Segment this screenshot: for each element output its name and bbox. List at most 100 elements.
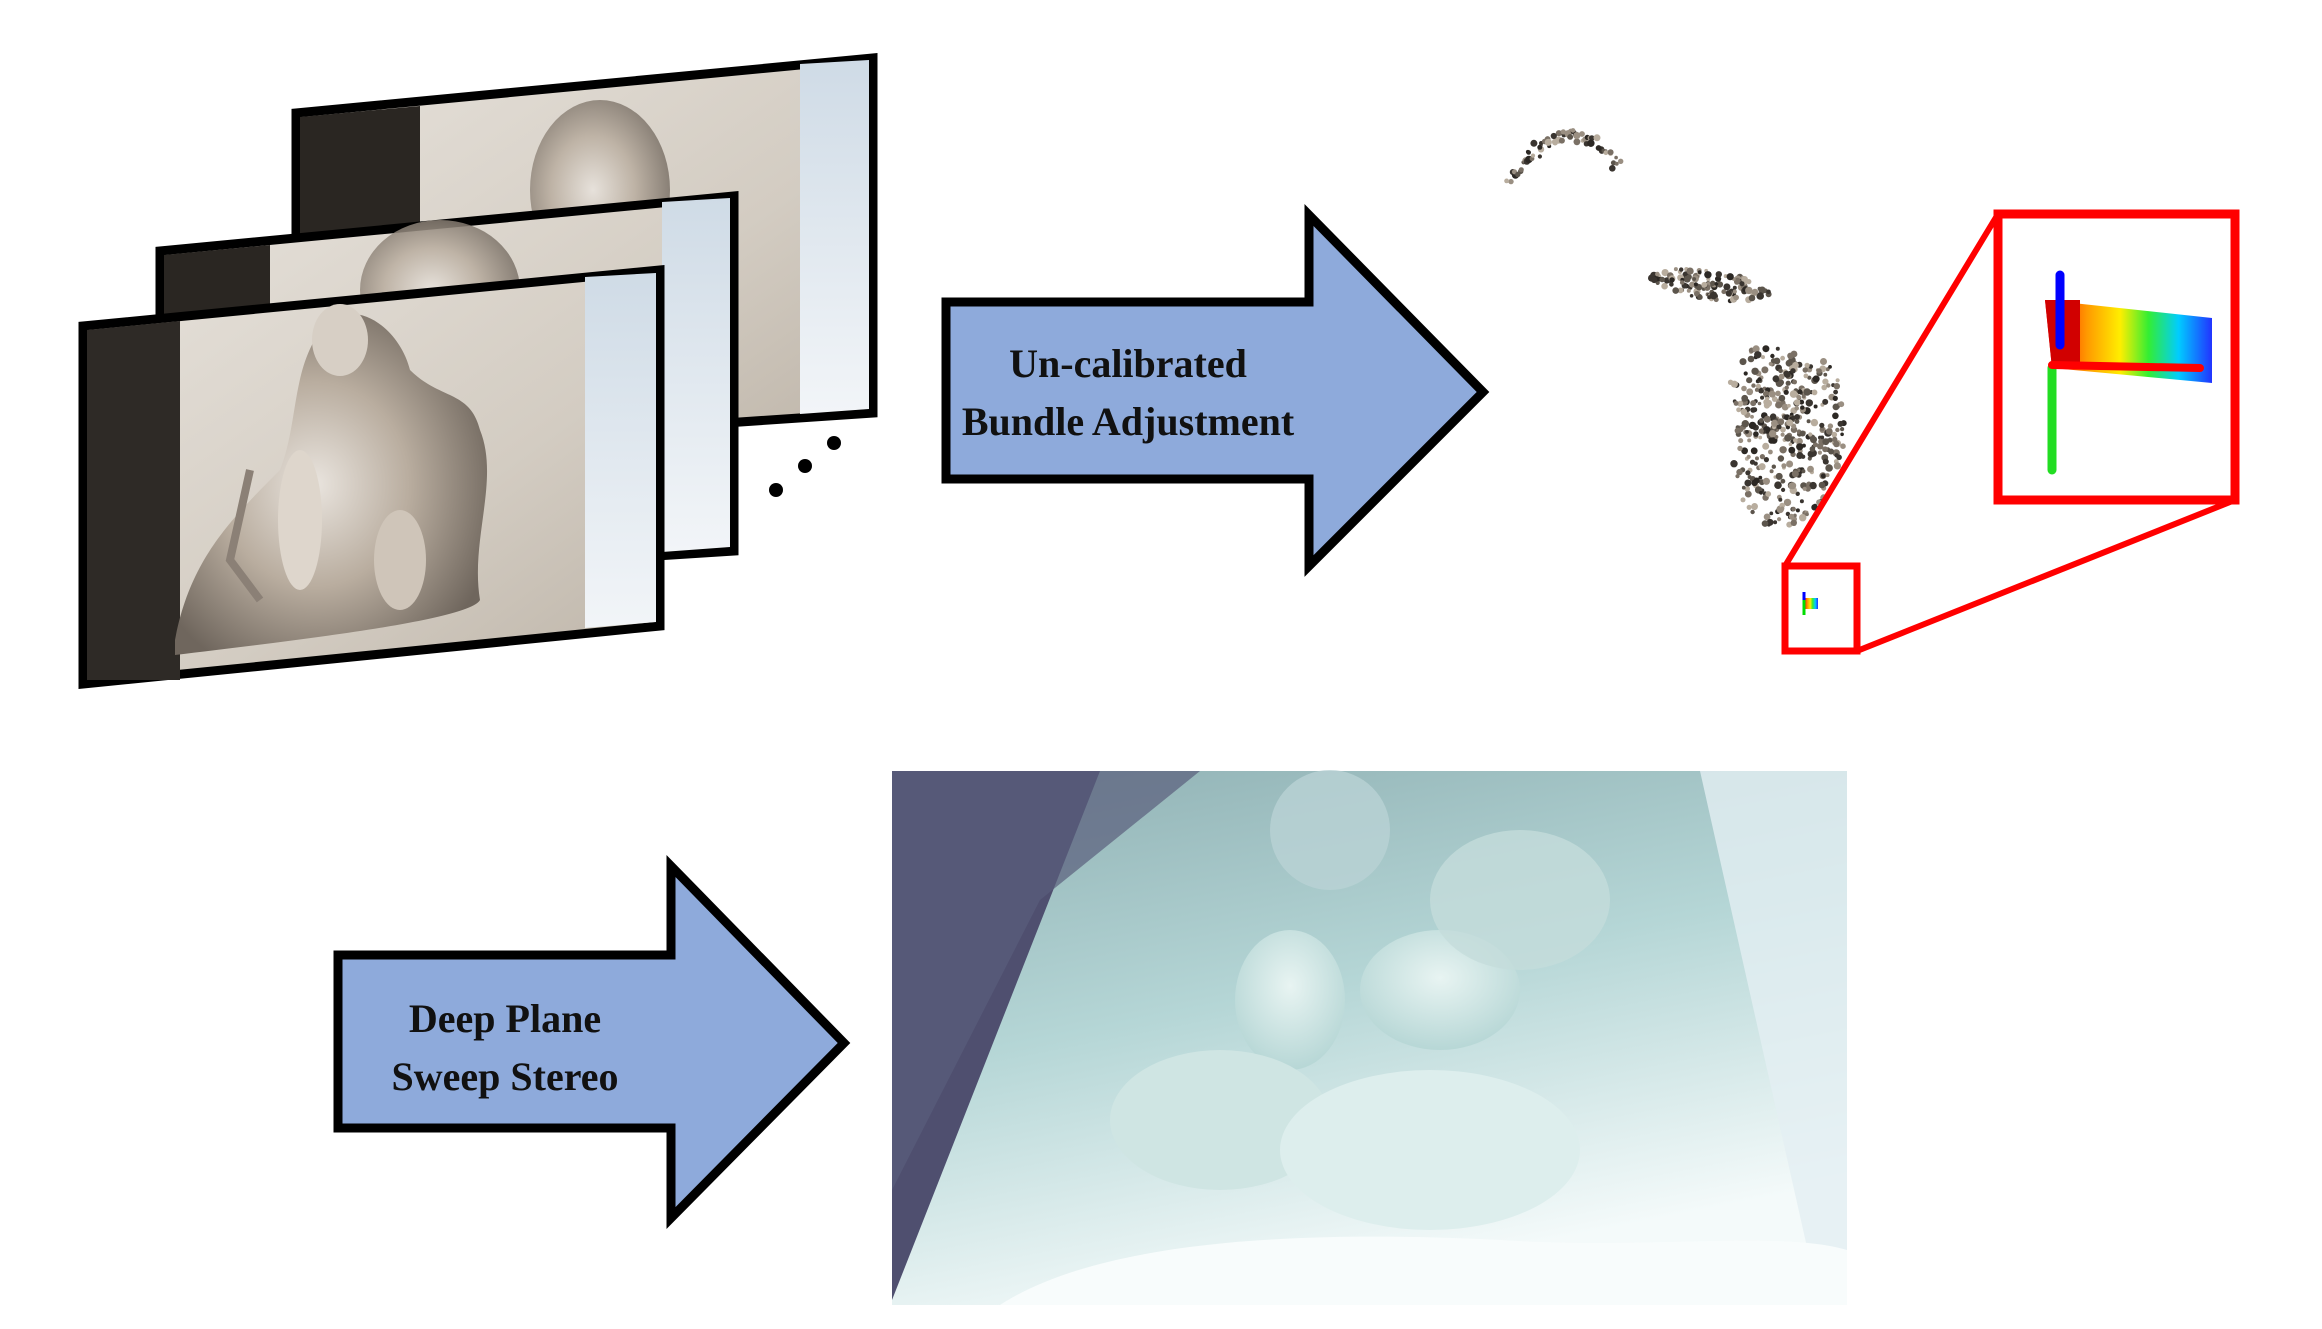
point-cloud-point xyxy=(1821,384,1827,391)
point-cloud-point xyxy=(1777,455,1785,462)
point-cloud-point xyxy=(1753,461,1758,466)
point-cloud-point xyxy=(1686,274,1692,280)
point-cloud-point xyxy=(1788,482,1795,489)
point-cloud-point xyxy=(1787,403,1791,408)
point-cloud-point xyxy=(1809,481,1817,490)
point-cloud-point xyxy=(1758,387,1765,394)
point-cloud-point xyxy=(1589,135,1595,141)
point-cloud-point xyxy=(1677,287,1684,294)
point-cloud-point xyxy=(1689,294,1694,298)
point-cloud-point xyxy=(1751,383,1756,388)
point-cloud-point xyxy=(1756,292,1764,300)
point-cloud-point xyxy=(1779,446,1787,454)
point-cloud-point xyxy=(1710,280,1716,286)
point-cloud-point xyxy=(1754,351,1762,359)
point-cloud-point xyxy=(1771,396,1778,402)
point-cloud-point xyxy=(1790,368,1796,374)
point-cloud-point xyxy=(1570,128,1576,133)
point-cloud-point xyxy=(1791,470,1799,478)
point-cloud-point xyxy=(1822,458,1829,465)
point-cloud-point xyxy=(1753,477,1760,484)
point-cloud-point xyxy=(1840,427,1845,432)
point-cloud-point xyxy=(1777,517,1782,522)
point-cloud-point xyxy=(1753,431,1759,437)
point-cloud-point xyxy=(1748,421,1757,430)
point-cloud-point xyxy=(1768,430,1777,438)
point-cloud-point xyxy=(1795,508,1800,513)
point-cloud-point xyxy=(1579,131,1585,137)
point-cloud-point xyxy=(1721,289,1727,295)
point-cloud-point xyxy=(1784,371,1791,378)
point-cloud-point xyxy=(1737,400,1744,407)
point-cloud-point xyxy=(1775,472,1783,480)
point-cloud-point xyxy=(1810,436,1817,444)
point-cloud-point xyxy=(1746,454,1751,459)
point-cloud-point xyxy=(1799,514,1807,522)
arrow-bundle-adjustment xyxy=(941,204,1490,577)
point-cloud-point xyxy=(1716,281,1724,288)
point-cloud-point xyxy=(1788,513,1795,520)
point-cloud-point xyxy=(1762,477,1770,485)
point-cloud-point xyxy=(1783,498,1792,507)
point-cloud-point xyxy=(1746,388,1754,396)
point-cloud-point xyxy=(1785,511,1791,517)
point-cloud-point xyxy=(1618,158,1624,164)
point-cloud-point xyxy=(1733,294,1739,301)
point-cloud-point xyxy=(1819,426,1825,432)
point-cloud-point xyxy=(1817,443,1824,450)
point-cloud-point xyxy=(1587,139,1595,147)
label-line: Un-calibrated xyxy=(1009,341,1247,386)
point-cloud-point xyxy=(1775,401,1783,409)
point-cloud-point xyxy=(1752,345,1760,353)
point-cloud-point xyxy=(1560,129,1566,135)
point-cloud-point xyxy=(1822,446,1828,453)
point-cloud-point xyxy=(1818,481,1826,489)
point-cloud-point xyxy=(1791,506,1796,512)
point-cloud-point xyxy=(1655,271,1660,277)
point-cloud-point xyxy=(1806,419,1811,424)
point-cloud-point xyxy=(1812,503,1818,509)
point-cloud-point xyxy=(1808,432,1813,437)
input-image-stack xyxy=(78,53,878,689)
point-cloud-point xyxy=(1812,375,1820,383)
point-cloud-point xyxy=(1774,481,1782,490)
point-cloud-point xyxy=(1773,520,1778,525)
point-cloud-point xyxy=(1747,475,1752,479)
point-cloud-point xyxy=(1778,497,1783,502)
point-cloud-point xyxy=(1734,427,1741,434)
point-cloud-point xyxy=(1803,388,1811,396)
point-cloud-point xyxy=(1609,165,1616,172)
point-cloud-point xyxy=(1781,403,1789,411)
point-cloud xyxy=(1504,128,1847,528)
point-cloud-point xyxy=(1704,271,1712,279)
point-cloud-point xyxy=(1762,442,1770,450)
point-cloud-point xyxy=(1744,490,1752,498)
point-cloud-point xyxy=(1768,361,1773,366)
point-cloud-point xyxy=(1530,153,1536,158)
point-cloud-point xyxy=(1820,435,1825,440)
point-cloud-point xyxy=(1826,383,1831,388)
point-cloud-point xyxy=(1811,389,1818,396)
point-cloud-point xyxy=(1679,267,1684,272)
point-cloud-point xyxy=(1757,286,1762,291)
point-cloud-point xyxy=(1769,469,1774,474)
point-cloud-point xyxy=(1693,282,1698,287)
point-cloud-point xyxy=(1739,358,1747,366)
point-cloud-point xyxy=(1780,506,1785,511)
point-cloud-point xyxy=(1795,491,1800,496)
point-cloud-point xyxy=(1595,145,1602,151)
point-cloud-point xyxy=(1750,400,1757,407)
point-cloud-point xyxy=(1593,134,1601,142)
point-cloud-point xyxy=(1766,289,1771,295)
point-cloud-point xyxy=(1741,447,1748,455)
point-cloud-point xyxy=(1783,389,1789,395)
point-cloud-point xyxy=(1770,358,1777,364)
point-cloud-point xyxy=(1755,383,1761,389)
point-cloud-point xyxy=(1727,379,1734,385)
point-cloud-point xyxy=(1831,431,1838,438)
point-cloud-point xyxy=(1799,399,1805,405)
point-cloud-point xyxy=(1765,396,1770,401)
bundle-adjustment-label: Un-calibrated Bundle Adjustment xyxy=(948,335,1308,451)
point-cloud-point xyxy=(1801,443,1806,448)
